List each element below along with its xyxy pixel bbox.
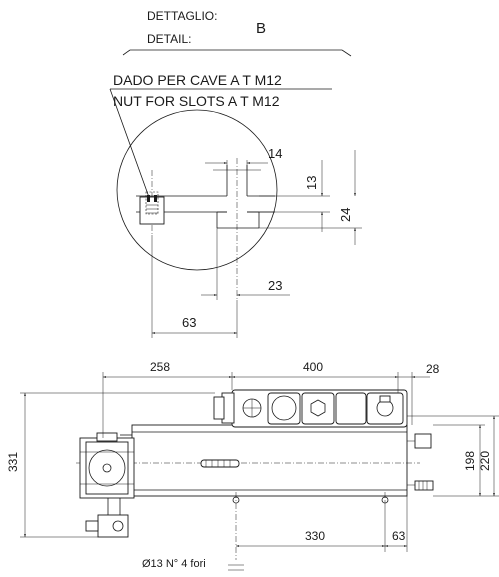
dim-body-height: 198	[463, 451, 477, 471]
right-fitting-top	[414, 433, 432, 449]
dim-hole-edge: 63	[392, 529, 406, 543]
detail-circle-view	[116, 109, 278, 300]
callout-line-en: NUT FOR SLOTS A T M12	[113, 93, 280, 109]
dim-slot-total: 24	[338, 208, 353, 222]
detail-label-en: DETAIL:	[147, 32, 191, 46]
dim-slot-width: 14	[268, 146, 282, 161]
main-view	[76, 389, 434, 560]
detail-letter: B	[256, 20, 266, 37]
holes-note: Ø13 N° 4 fori	[142, 558, 206, 570]
main-body	[131, 424, 408, 497]
callout-line-it: DADO PER CAVE A T M12	[113, 72, 282, 88]
main-dimensions: 258 400 28 331 198 220 330 63	[6, 360, 499, 571]
dim-top-length: 400	[303, 360, 323, 374]
detail-header: DETTAGLIO: DETAIL: B	[122, 9, 352, 57]
nut-left	[139, 196, 165, 225]
dim-hole-spacing: 330	[305, 529, 325, 543]
dim-side-height: 220	[478, 451, 492, 471]
dim-right-overhang: 28	[426, 362, 440, 376]
detail-label-it: DETTAGLIO:	[147, 9, 217, 23]
dim-edge-distance: 63	[182, 315, 196, 330]
callout-leader	[109, 88, 151, 201]
right-fitting-bottom	[414, 480, 434, 491]
dim-slot-top: 13	[304, 176, 319, 190]
top-components	[213, 389, 408, 428]
dim-total-height: 331	[6, 452, 20, 472]
dim-nut-offset: 23	[268, 278, 282, 293]
callout: DADO PER CAVE A T M12 NUT FOR SLOTS A T …	[109, 72, 332, 201]
detail-dimensions: 14 13 24 23 63	[151, 146, 362, 338]
detail-circle	[116, 109, 278, 271]
dim-left-overhang: 258	[150, 360, 170, 374]
body-slot	[200, 459, 240, 468]
